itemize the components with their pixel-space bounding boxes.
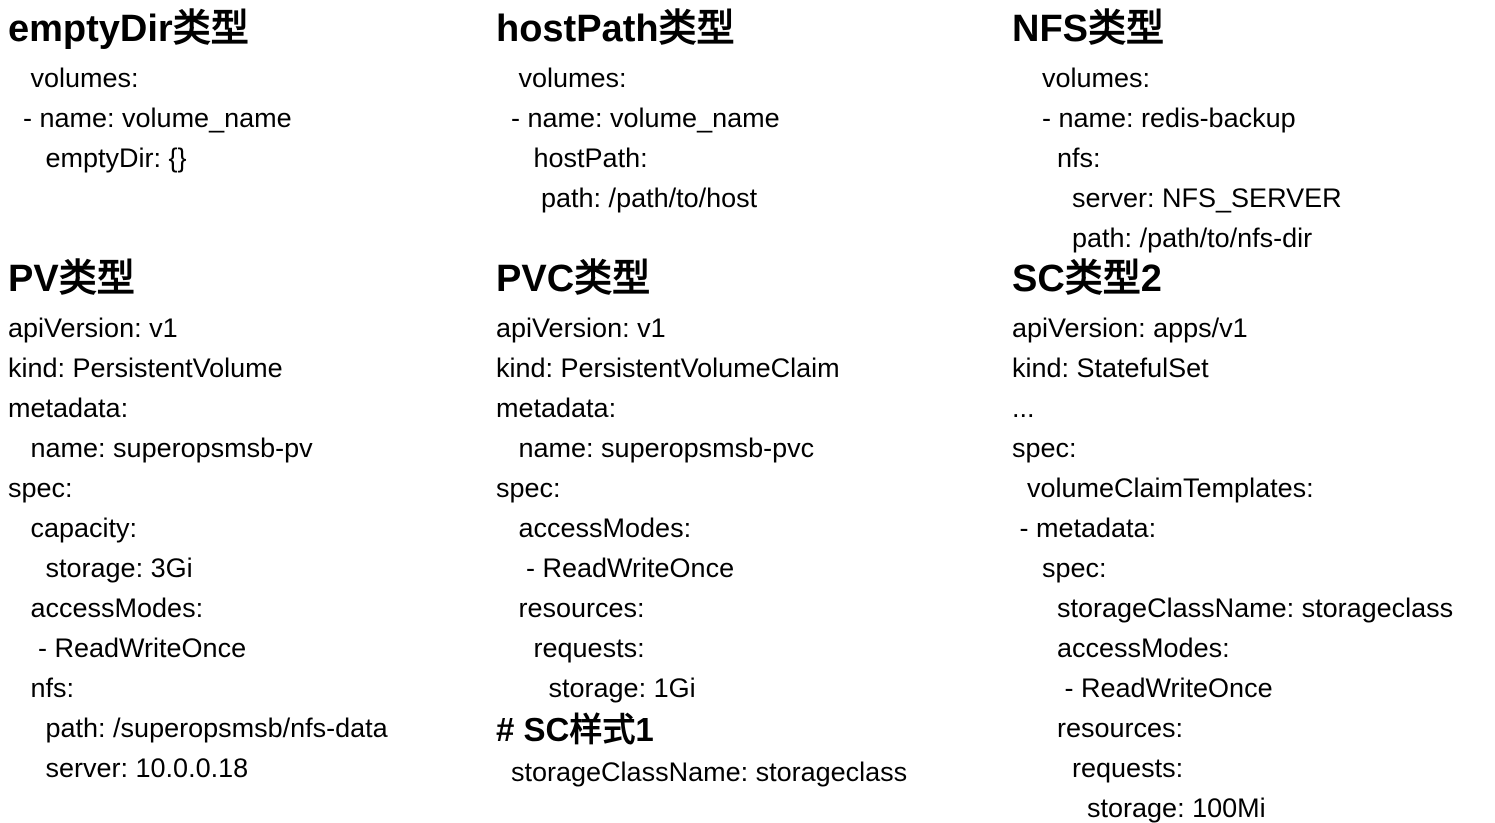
yaml-line: storage: 100Mi [1012, 793, 1266, 823]
yaml-line: spec: [1012, 433, 1077, 463]
section-nfs: NFS类型 volumes: - name: redis-backup nfs:… [1012, 6, 1342, 258]
yaml-line: hostPath: [496, 143, 648, 173]
yaml-line: storage: 3Gi [8, 553, 193, 583]
yaml-line: spec: [8, 473, 73, 503]
yaml-line: storageClassName: storageclass [496, 757, 908, 787]
yaml-code-pvc: apiVersion: v1 kind: PersistentVolumeCla… [496, 308, 907, 792]
yaml-line: requests: [1012, 753, 1184, 783]
yaml-line: ... [1012, 393, 1035, 423]
section-title-sc: SC类型2 [1012, 258, 1162, 300]
yaml-line: - metadata: [1012, 513, 1157, 543]
yaml-line: volumes: [8, 63, 139, 93]
yaml-line: path: /superopsmsb/nfs-data [8, 713, 388, 743]
yaml-line: volumes: [1012, 63, 1151, 93]
yaml-code-nfs: volumes: - name: redis-backup nfs: serve… [1012, 58, 1342, 258]
yaml-line: resources: [1012, 713, 1184, 743]
yaml-code-emptydir: volumes: - name: volume_name emptyDir: {… [8, 58, 292, 178]
yaml-line: emptyDir: {} [8, 143, 187, 173]
yaml-line: spec: [496, 473, 561, 503]
yaml-line: volumeClaimTemplates: [1012, 473, 1314, 503]
yaml-line: accessModes: [1012, 633, 1230, 663]
yaml-line: capacity: [8, 513, 138, 543]
yaml-line: path: /path/to/host [496, 183, 758, 213]
section-emptydir: emptyDir类型 volumes: - name: volume_name … [8, 6, 292, 178]
yaml-line: - ReadWriteOnce [1012, 673, 1273, 703]
yaml-line: accessModes: [8, 593, 204, 623]
yaml-line: storage: 1Gi [496, 673, 696, 703]
subsection-title-sc-style1: # SC样式1 [496, 711, 654, 748]
yaml-line: - ReadWriteOnce [8, 633, 247, 663]
yaml-line: storageClassName: storageclass [1012, 593, 1454, 623]
yaml-line: path: /path/to/nfs-dir [1012, 223, 1313, 253]
yaml-line: kind: PersistentVolumeClaim [496, 353, 840, 383]
yaml-line: nfs: [8, 673, 75, 703]
yaml-line: name: superopsmsb-pv [8, 433, 313, 463]
yaml-line: accessModes: [496, 513, 692, 543]
yaml-code-pv: apiVersion: v1 kind: PersistentVolume me… [8, 308, 388, 788]
yaml-line: resources: [496, 593, 645, 623]
yaml-line: - ReadWriteOnce [496, 553, 735, 583]
yaml-line: nfs: [1012, 143, 1101, 173]
yaml-line: metadata: [8, 393, 129, 423]
section-pv: PV类型 apiVersion: v1 kind: PersistentVolu… [8, 256, 388, 788]
section-title-pv: PV类型 [8, 258, 135, 300]
yaml-line: server: 10.0.0.18 [8, 753, 249, 783]
yaml-line: requests: [496, 633, 645, 663]
yaml-code-hostpath: volumes: - name: volume_name hostPath: p… [496, 58, 780, 218]
section-title-pvc: PVC类型 [496, 258, 651, 300]
yaml-line: kind: StatefulSet [1012, 353, 1209, 383]
section-title-emptydir: emptyDir类型 [8, 8, 249, 50]
yaml-line: - name: volume_name [8, 103, 292, 133]
section-pvc: PVC类型 apiVersion: v1 kind: PersistentVol… [496, 256, 907, 792]
yaml-line: - name: volume_name [496, 103, 780, 133]
yaml-line: server: NFS_SERVER [1012, 183, 1342, 213]
section-title-nfs: NFS类型 [1012, 8, 1165, 50]
section-sc: SC类型2 apiVersion: apps/v1 kind: Stateful… [1012, 256, 1453, 823]
yaml-line: spec: [1012, 553, 1107, 583]
yaml-line: name: superopsmsb-pvc [496, 433, 815, 463]
section-hostpath: hostPath类型 volumes: - name: volume_name … [496, 6, 780, 218]
section-title-hostpath: hostPath类型 [496, 8, 735, 50]
yaml-line: apiVersion: apps/v1 [1012, 313, 1248, 343]
yaml-line: apiVersion: v1 [496, 313, 666, 343]
yaml-code-sc: apiVersion: apps/v1 kind: StatefulSet ..… [1012, 308, 1453, 823]
yaml-line: volumes: [496, 63, 627, 93]
yaml-line: kind: PersistentVolume [8, 353, 283, 383]
yaml-line: - name: redis-backup [1012, 103, 1296, 133]
yaml-line: apiVersion: v1 [8, 313, 178, 343]
yaml-line: metadata: [496, 393, 617, 423]
